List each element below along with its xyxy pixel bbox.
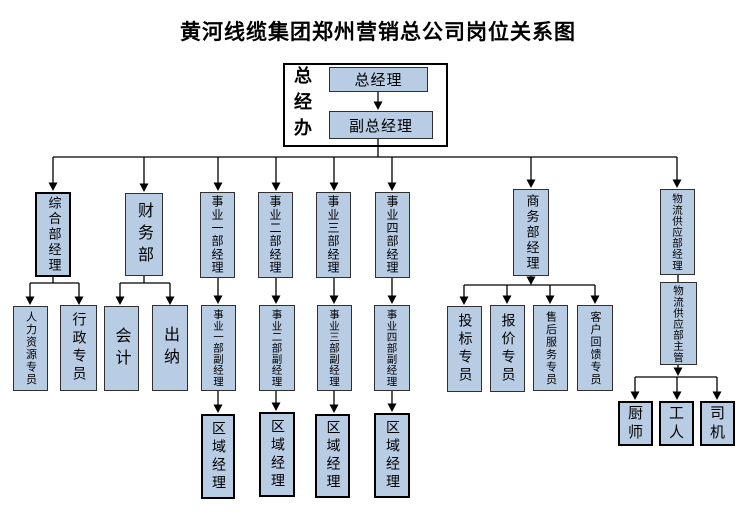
node-logistics-supply-dept-manager: 物流供应部经理 [660, 189, 695, 275]
general-manager-label: 总经理 [354, 71, 403, 89]
regional-manager-3-label: 区域经理 [324, 420, 341, 492]
quotation-specialist-label: 报价专员 [499, 312, 516, 385]
deputy-general-manager-label: 副总经理 [348, 116, 413, 135]
node-accountant: 会计 [104, 306, 139, 391]
chart-title: 黄河线缆集团郑州营销总公司岗位关系图 [180, 20, 576, 44]
regional-manager-1-label: 区域经理 [210, 420, 226, 493]
executive-office-label-text: 总经办 [291, 66, 312, 144]
node-cashier: 出纳 [152, 305, 188, 391]
node-worker: 工人 [659, 401, 694, 446]
node-business-unit-2-manager: 事业二部经理 [258, 192, 293, 278]
worker-label: 工人 [667, 404, 685, 443]
node-business-unit-3-manager: 事业三部经理 [316, 192, 351, 278]
node-general-affairs-dept-manager: 综合部经理 [35, 192, 71, 277]
logistics-supply-dept-manager-label: 物流供应部经理 [671, 193, 683, 271]
finance-dept-label: 财务部 [135, 201, 154, 268]
hr-specialist-label: 人力资源专员 [24, 311, 38, 386]
node-commerce-dept-manager: 商务部经理 [513, 189, 549, 276]
node-general-manager: 总经理 [329, 67, 428, 92]
business-unit-3-manager-label: 事业三部经理 [326, 195, 340, 275]
commerce-dept-manager-label: 商务部经理 [523, 193, 539, 272]
node-business-unit-2-deputy-manager: 事业二部副经理 [259, 305, 295, 391]
bid-specialist-label: 投标专员 [456, 313, 473, 385]
node-regional-manager-2: 区域经理 [259, 412, 295, 497]
admin-specialist-label: 行政专员 [70, 312, 87, 384]
after-sales-specialist-label: 售后服务专员 [544, 310, 558, 386]
regional-manager-4-label: 区域经理 [384, 419, 400, 492]
business-unit-4-manager-label: 事业四部经理 [385, 195, 399, 275]
business-unit-2-deputy-label: 事业二部副经理 [270, 309, 283, 387]
accountant-label: 会计 [112, 326, 132, 371]
node-bid-specialist: 投标专员 [447, 306, 482, 392]
node-deputy-general-manager: 副总经理 [329, 111, 433, 139]
node-admin-specialist: 行政专员 [60, 305, 97, 391]
node-after-sales-specialist: 售后服务专员 [533, 305, 568, 391]
business-unit-2-manager-label: 事业二部经理 [268, 195, 282, 275]
node-hr-specialist: 人力资源专员 [13, 306, 48, 391]
driver-label: 司机 [708, 404, 726, 443]
business-unit-4-deputy-label: 事业四部副经理 [385, 309, 398, 387]
node-regional-manager-3: 区域经理 [315, 414, 350, 498]
node-regional-manager-1: 区域经理 [201, 414, 235, 499]
node-logistics-supply-supervisor: 物流供应部主管 [660, 282, 697, 365]
regional-manager-2-label: 区域经理 [269, 418, 285, 491]
node-quotation-specialist: 报价专员 [490, 305, 525, 392]
node-chef: 厨师 [618, 401, 653, 446]
executive-office-label: 总经办 [287, 66, 315, 144]
chef-label: 厨师 [626, 404, 644, 443]
node-business-unit-4-deputy-manager: 事业四部副经理 [374, 305, 410, 391]
cashier-label: 出纳 [161, 326, 180, 370]
node-business-unit-4-manager: 事业四部经理 [375, 192, 410, 278]
node-regional-manager-4: 区域经理 [374, 413, 410, 498]
node-business-unit-3-deputy-manager: 事业三部副经理 [317, 305, 352, 391]
business-unit-1-manager-label: 事业一部经理 [210, 195, 224, 275]
general-affairs-dept-manager-label: 综合部经理 [45, 195, 61, 274]
node-driver: 司机 [700, 401, 735, 446]
node-business-unit-1-manager: 事业一部经理 [200, 192, 235, 278]
node-business-unit-1-deputy-manager: 事业一部副经理 [201, 305, 236, 391]
customer-feedback-specialist-label: 客户回馈专员 [589, 310, 602, 386]
node-customer-feedback-specialist: 客户回馈专员 [577, 305, 613, 391]
node-finance-dept: 财务部 [125, 193, 163, 276]
logistics-supply-supervisor-label: 物流供应部主管 [672, 284, 684, 363]
business-unit-3-deputy-label: 事业三部副经理 [328, 309, 340, 387]
business-unit-1-deputy-label: 事业一部副经理 [212, 309, 224, 387]
